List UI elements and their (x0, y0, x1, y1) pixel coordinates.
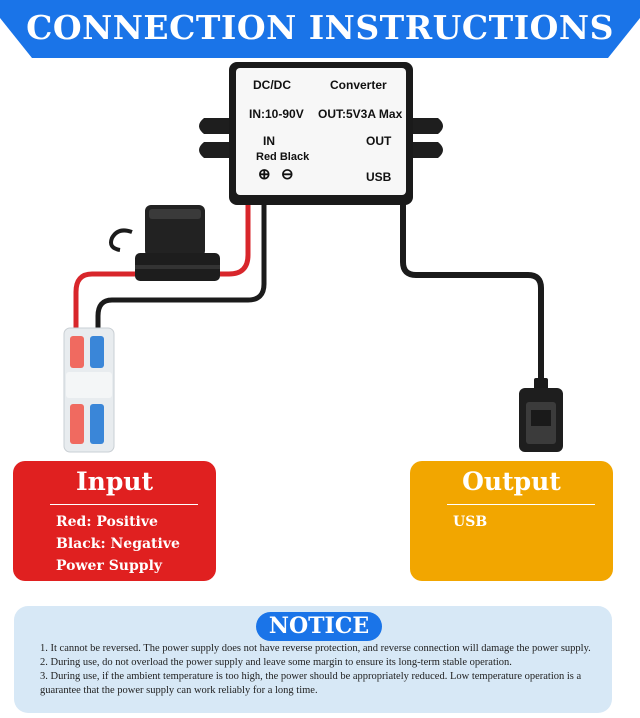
input-detail-line: Power Supply (56, 558, 163, 574)
notice-badge: NOTICE (256, 612, 382, 641)
lever-connector (63, 327, 115, 453)
converter-flange-left (199, 118, 232, 134)
notice-item: 2. During use, do not overload the power… (40, 657, 512, 668)
input-voltage-label: IN:10-90V (249, 107, 304, 121)
converter-flange-left-2 (199, 142, 232, 158)
header-banner: CONNECTION INSTRUCTIONS (0, 0, 640, 58)
output-panel-title: Output (462, 467, 561, 496)
input-detail-line: Red: Positive (56, 514, 158, 530)
out-terminal-label: OUT (366, 134, 392, 148)
converter-type-label: DC/DC (253, 78, 291, 92)
input-panel: Input Red: Positive Black: Negative Powe… (13, 461, 216, 581)
input-panel-title: Input (75, 467, 154, 496)
input-panel-divider (50, 504, 198, 505)
notice-item: 3. During use, if the ambient temperatur… (40, 671, 582, 696)
output-cable (400, 197, 544, 385)
converter-flange-right (410, 118, 443, 134)
input-detail-line: Black: Negative (56, 536, 180, 552)
output-detail-line: USB (453, 514, 488, 530)
input-panel-details: Red: Positive Black: Negative Power Supp… (56, 511, 180, 577)
black-wire (95, 197, 267, 348)
plus-terminal-icon: ⊕ (258, 166, 271, 183)
output-panel: Output USB (410, 461, 613, 581)
in-terminal-label: IN (263, 134, 275, 148)
wire-color-label: Red Black (256, 151, 310, 163)
page-title: CONNECTION INSTRUCTIONS (26, 8, 614, 47)
minus-terminal-icon: ⊖ (281, 166, 294, 183)
banner-shape (0, 0, 640, 58)
notice-title: NOTICE (268, 613, 370, 639)
notice-list: 1. It cannot be reversed. The power supp… (40, 642, 600, 698)
notice-item: 1. It cannot be reversed. The power supp… (40, 643, 591, 654)
wiring-illustration (63, 62, 563, 453)
fuse-holder (109, 205, 220, 281)
converter-flange-right-2 (410, 142, 443, 158)
output-panel-details: USB (453, 511, 487, 533)
usb-port-label: USB (366, 170, 392, 184)
output-panel-divider (447, 504, 595, 505)
usb-connector (519, 378, 563, 452)
converter-label (236, 68, 406, 195)
output-rating-label: OUT:5V3A Max (318, 107, 403, 121)
converter-name-label: Converter (330, 78, 387, 92)
